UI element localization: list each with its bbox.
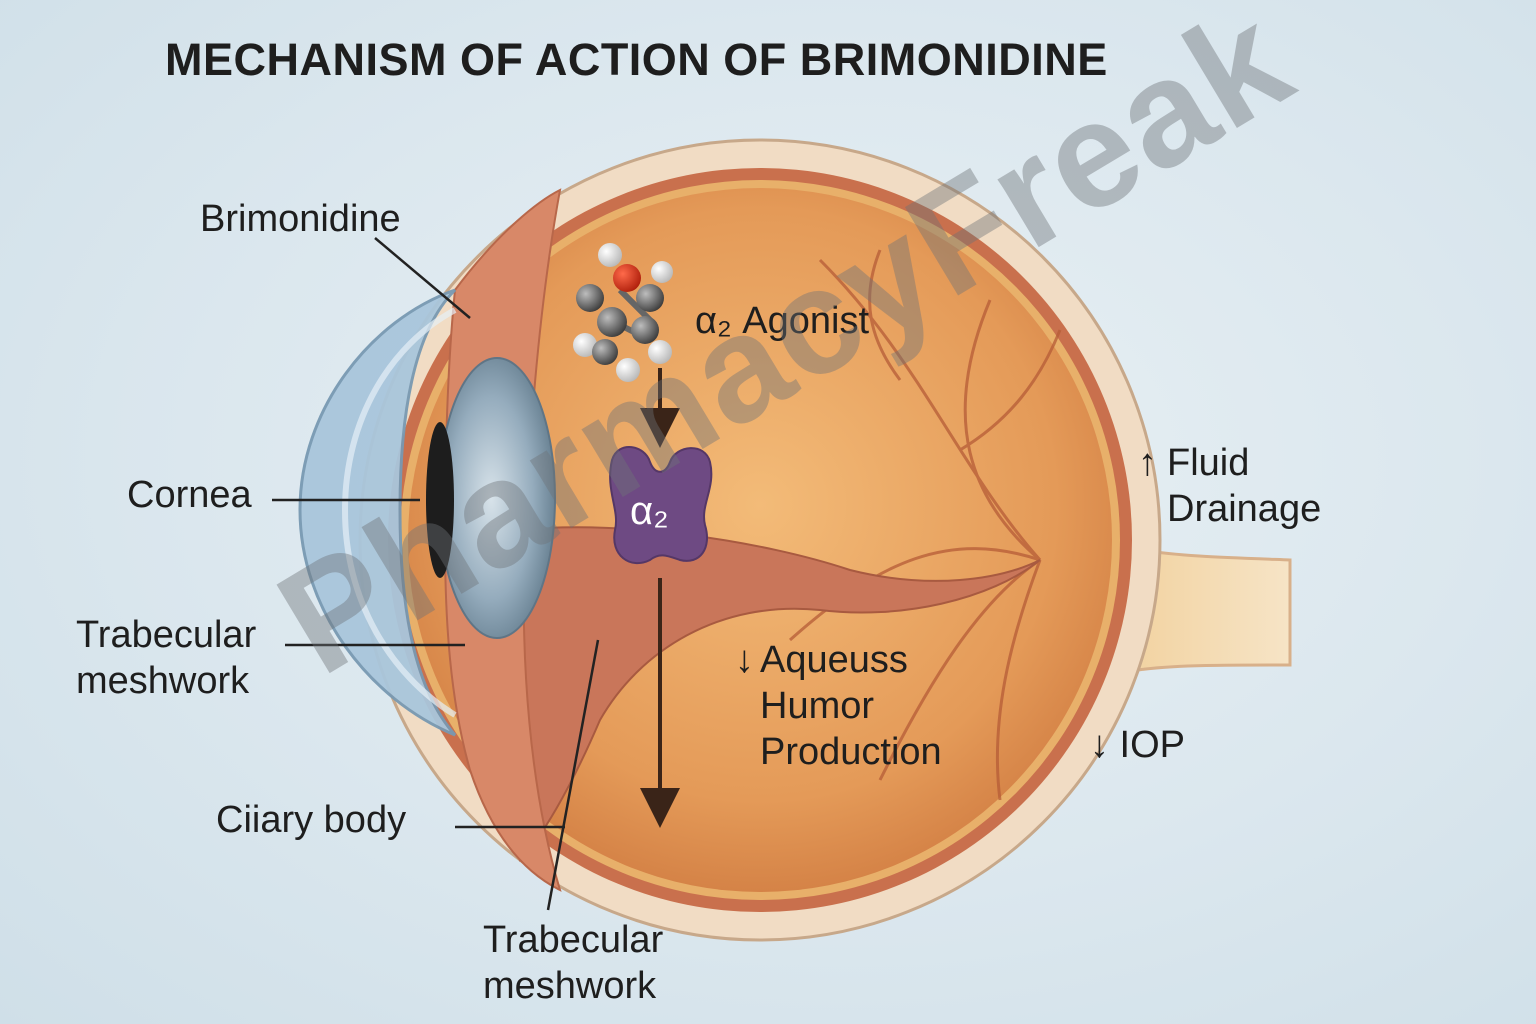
label-aqueous-humor: ↓ Aqueuss Humor Production bbox=[735, 637, 942, 775]
label-trabecular-bottom: Trabecular meshwork bbox=[483, 917, 663, 1009]
label-trabecular-left: Trabecular meshwork bbox=[76, 612, 256, 704]
label-trabecular-left-line2: meshwork bbox=[76, 658, 256, 704]
label-fluid-drainage: ↑ Fluid Drainage bbox=[1138, 440, 1321, 532]
label-trabecular-bottom-line2: meshwork bbox=[483, 963, 663, 1009]
fluid-up-arrow-icon: ↑ bbox=[1138, 440, 1157, 532]
label-cornea: Cornea bbox=[127, 472, 252, 518]
label-aqueous-line3: Production bbox=[760, 729, 942, 775]
label-ciliary-body: Ciiary body bbox=[216, 797, 406, 843]
label-trabecular-bottom-line1: Trabecular bbox=[483, 917, 663, 963]
aqueous-down-arrow-icon: ↓ bbox=[735, 637, 754, 775]
label-trabecular-left-line1: Trabecular bbox=[76, 612, 256, 658]
label-fluid-line1: Fluid bbox=[1167, 440, 1321, 486]
label-fluid-line2: Drainage bbox=[1167, 486, 1321, 532]
label-iop: ↓ IOP bbox=[1090, 722, 1185, 768]
label-aqueous-line1: Aqueuss bbox=[760, 637, 942, 683]
label-aqueous-line2: Humor bbox=[760, 683, 942, 729]
label-brimonidine: Brimonidine bbox=[200, 196, 401, 242]
